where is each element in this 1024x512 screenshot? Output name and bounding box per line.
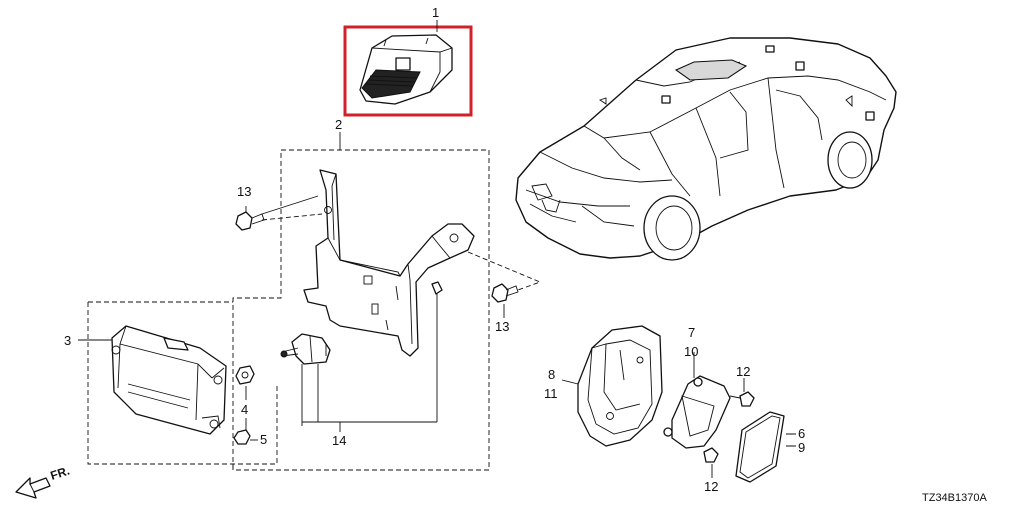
- callouts: 1 2 3 4 5 6 7 8 9 10 11 12 12 13 13 14: [64, 5, 805, 494]
- callout-13-right: 13: [495, 319, 509, 334]
- part-4-nut: [235, 365, 255, 385]
- part-14-pin-assembly: [280, 333, 331, 422]
- callout-3: 3: [64, 333, 71, 348]
- drawing-code: TZ34B1370A: [922, 492, 987, 504]
- part-2-group-frame: [232, 149, 490, 471]
- part-6-radar-cover: [735, 411, 785, 483]
- callout-14: 14: [332, 433, 346, 448]
- part-5-nut: [233, 429, 251, 445]
- part-1-highlight-box: [343, 25, 473, 117]
- part-clip-small: [431, 281, 443, 422]
- part-8-bumper-bracket: [577, 325, 663, 447]
- callout-5: 5: [260, 432, 267, 447]
- part-1-sensor-unit: [359, 34, 453, 105]
- part-3-control-unit: [111, 325, 227, 435]
- callout-11: 11: [544, 386, 558, 401]
- part-7-radar-bracket: [663, 375, 731, 449]
- callout-10: 10: [684, 344, 698, 359]
- callout-2: 2: [335, 117, 342, 132]
- leader-lines: [78, 20, 796, 478]
- callout-12-lower: 12: [704, 479, 718, 494]
- callout-1: 1: [432, 5, 439, 20]
- callout-13-upper: 13: [237, 184, 251, 199]
- part-3-group-frame: [87, 301, 278, 470]
- direction-label: FR.: [49, 464, 72, 483]
- callout-6: 6: [798, 426, 805, 441]
- callout-4: 4: [241, 402, 248, 417]
- part-13-bolt-upper: [235, 195, 323, 231]
- part-2-bracket: [303, 169, 475, 357]
- front-direction-arrow: FR.: [15, 464, 72, 499]
- part-12-bolt-lower: [703, 447, 719, 463]
- part-12-bolt-upper: [729, 391, 755, 407]
- callout-12-upper: 12: [736, 364, 750, 379]
- vehicle-outline: [515, 37, 897, 261]
- callout-7: 7: [688, 325, 695, 340]
- part-13-bolt-right: [467, 251, 542, 303]
- callout-8: 8: [548, 367, 555, 382]
- callout-9: 9: [798, 440, 805, 455]
